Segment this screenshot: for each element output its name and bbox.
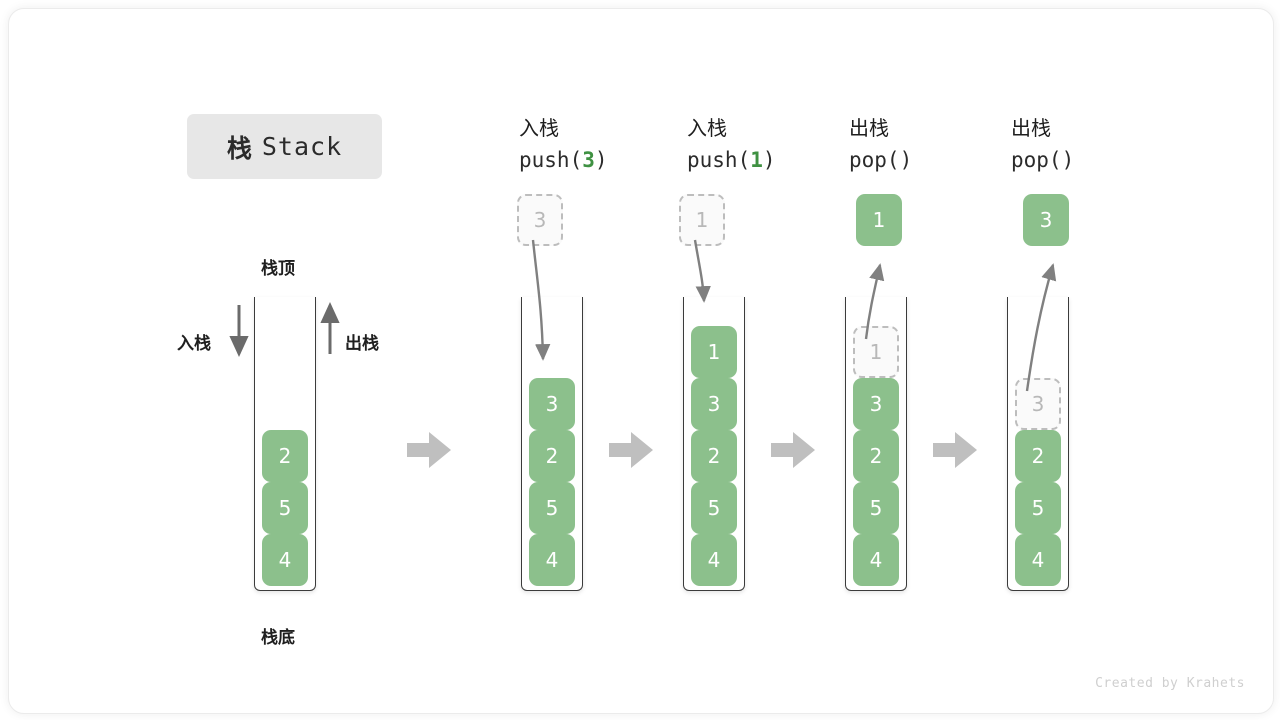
title-cn: 栈 [226, 133, 252, 163]
heading-op: 入栈 [519, 116, 559, 140]
heading-fn: pop() [849, 148, 912, 172]
stack-cell: 5 [262, 482, 308, 534]
heading-fn-name: pop( [849, 148, 900, 172]
heading-fn-close: ) [594, 148, 608, 172]
stack-cell-removed: 1 [853, 326, 899, 378]
float-box-pop-3: 3 [1023, 194, 1069, 246]
column-heading-push-1: 入栈 push(1) [687, 112, 776, 172]
stack-cell: 3 [529, 378, 575, 430]
step-arrow-icon-3 [771, 432, 815, 468]
cell-value: 5 [707, 496, 721, 520]
stack-cell: 5 [853, 482, 899, 534]
float-box-push-3: 3 [517, 194, 563, 246]
cell-value: 2 [1031, 444, 1045, 468]
cell-value: 5 [278, 496, 292, 520]
cell-value: 2 [278, 444, 292, 468]
heading-op: 入栈 [687, 116, 727, 140]
column-heading-pop-3: 出栈 pop() [1011, 112, 1074, 172]
label-push-side: 入栈 [177, 334, 211, 354]
cell-value: 3 [1031, 392, 1045, 416]
stack-cells: 3 2 5 4 [522, 378, 582, 586]
cell-value: 4 [545, 548, 559, 572]
cell-value: 2 [707, 444, 721, 468]
title-badge: 栈 Stack [187, 114, 382, 179]
step-arrow-icon-2 [609, 432, 653, 468]
stack-cell: 1 [691, 326, 737, 378]
float-box-value: 1 [695, 208, 709, 232]
heading-fn-close: ) [1061, 148, 1075, 172]
push-1-arrow-icon [693, 239, 711, 303]
label-stack-bottom: 栈底 [261, 628, 295, 648]
stack-cell: 4 [1015, 534, 1061, 586]
stack-after-pop-3: 3 2 5 4 [1007, 297, 1069, 591]
cell-value: 5 [1031, 496, 1045, 520]
heading-arg: 1 [750, 148, 763, 172]
cell-value: 4 [707, 548, 721, 572]
step-arrow-icon-4 [933, 432, 977, 468]
heading-op: 出栈 [849, 116, 889, 140]
cell-value: 4 [1031, 548, 1045, 572]
stack-cells: 3 2 5 4 [1008, 326, 1068, 586]
column-heading-pop-1: 出栈 pop() [849, 112, 912, 172]
stack-cell: 5 [691, 482, 737, 534]
stack-cell: 2 [262, 430, 308, 482]
float-box-value: 3 [1039, 208, 1053, 232]
heading-fn-close: ) [762, 148, 776, 172]
heading-fn-name: pop( [1011, 148, 1062, 172]
float-box-value: 1 [872, 208, 886, 232]
heading-fn: push(1) [687, 148, 776, 172]
stack-cells: 1 3 2 5 4 [846, 326, 906, 586]
cell-value: 3 [545, 392, 559, 416]
heading-fn-name: push( [519, 148, 583, 172]
cell-value: 2 [545, 444, 559, 468]
stack-cell: 3 [853, 378, 899, 430]
stack-cell: 5 [1015, 482, 1061, 534]
stack-cell: 4 [262, 534, 308, 586]
float-box-value: 3 [533, 208, 547, 232]
stack-cell: 5 [529, 482, 575, 534]
stack-cell-removed: 3 [1015, 378, 1061, 430]
cell-value: 2 [869, 444, 883, 468]
label-stack-top: 栈顶 [261, 259, 295, 279]
stack-cell: 2 [1015, 430, 1061, 482]
label-pop-side: 出栈 [345, 334, 379, 354]
diagram-canvas: 栈 Stack 栈顶 栈底 入栈 出栈 入栈 push(3) 入栈 push(1… [8, 8, 1274, 714]
stack-cell: 4 [691, 534, 737, 586]
cell-value: 1 [707, 340, 721, 364]
watermark: Created by Krahets [1095, 676, 1245, 691]
heading-fn: push(3) [519, 148, 608, 172]
cell-value: 4 [278, 548, 292, 572]
stack-cell: 4 [529, 534, 575, 586]
stack-after-push-1: 1 3 2 5 4 [683, 297, 745, 591]
stack-cell-empty [1015, 326, 1061, 378]
stack-cell: 2 [691, 430, 737, 482]
stack-cells: 2 5 4 [255, 430, 315, 586]
heading-op: 出栈 [1011, 116, 1051, 140]
cell-value: 5 [545, 496, 559, 520]
cell-value: 3 [869, 392, 883, 416]
column-heading-push-3: 入栈 push(3) [519, 112, 608, 172]
stack-after-push-3: 3 2 5 4 [521, 297, 583, 591]
step-arrow-icon-1 [407, 432, 451, 468]
stack-cell: 3 [691, 378, 737, 430]
stack-after-pop-1: 1 3 2 5 4 [845, 297, 907, 591]
cell-value: 4 [869, 548, 883, 572]
stack-cell: 4 [853, 534, 899, 586]
heading-arg: 3 [582, 148, 595, 172]
stack-cell: 2 [853, 430, 899, 482]
float-box-pop-1: 1 [856, 194, 902, 246]
stack-cell: 2 [529, 430, 575, 482]
heading-fn-name: push( [687, 148, 751, 172]
cell-value: 5 [869, 496, 883, 520]
stack-cells: 1 3 2 5 4 [684, 326, 744, 586]
cell-value: 1 [869, 340, 883, 364]
title-en: Stack [261, 132, 343, 161]
heading-fn: pop() [1011, 148, 1074, 172]
stack-initial: 2 5 4 [254, 297, 316, 591]
heading-fn-close: ) [899, 148, 913, 172]
float-box-push-1: 1 [679, 194, 725, 246]
cell-value: 3 [707, 392, 721, 416]
